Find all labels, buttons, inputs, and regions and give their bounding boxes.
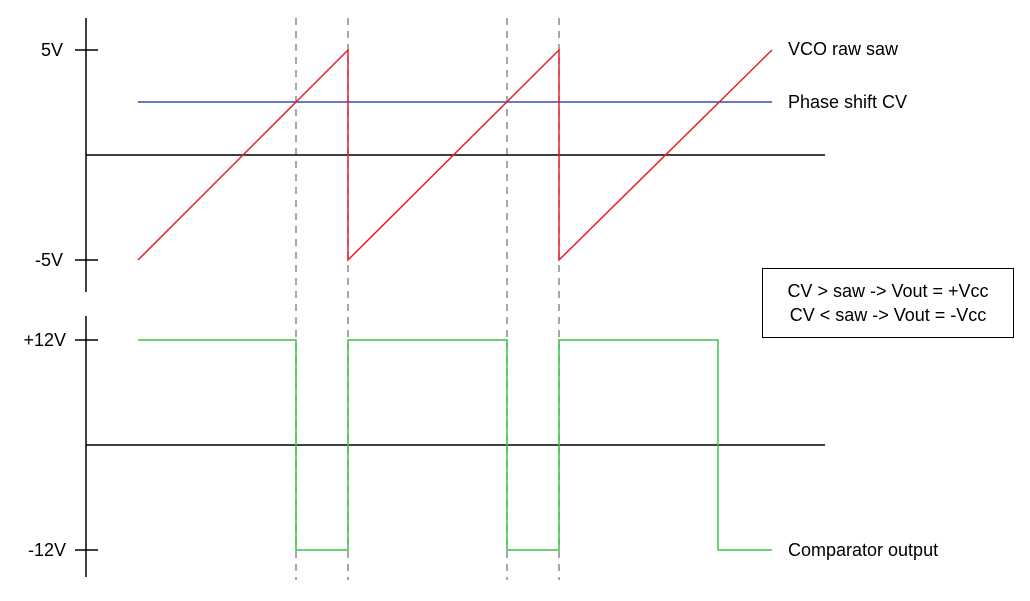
tick-label-minus5v: -5V xyxy=(35,250,63,270)
top-plot-axes xyxy=(75,18,825,292)
cv-label: Phase shift CV xyxy=(788,92,907,112)
vco-saw-waveform xyxy=(137,48,773,262)
rule-line-high: CV > saw -> Vout = +Vcc xyxy=(787,281,989,301)
saw-label: VCO raw saw xyxy=(788,39,899,59)
comparator-output-waveform xyxy=(138,339,772,551)
comparator-output-label: Comparator output xyxy=(788,540,938,560)
tick-label-plus12v: +12V xyxy=(23,330,66,350)
rule-line-low: CV < saw -> Vout = -Vcc xyxy=(789,305,987,325)
tick-label-5v: 5V xyxy=(41,40,63,60)
bottom-plot-axes xyxy=(75,316,825,577)
comparator-rule-box: CV > saw -> Vout = +Vcc CV < saw -> Vout… xyxy=(762,268,1014,338)
tick-label-minus12v: -12V xyxy=(28,540,66,560)
